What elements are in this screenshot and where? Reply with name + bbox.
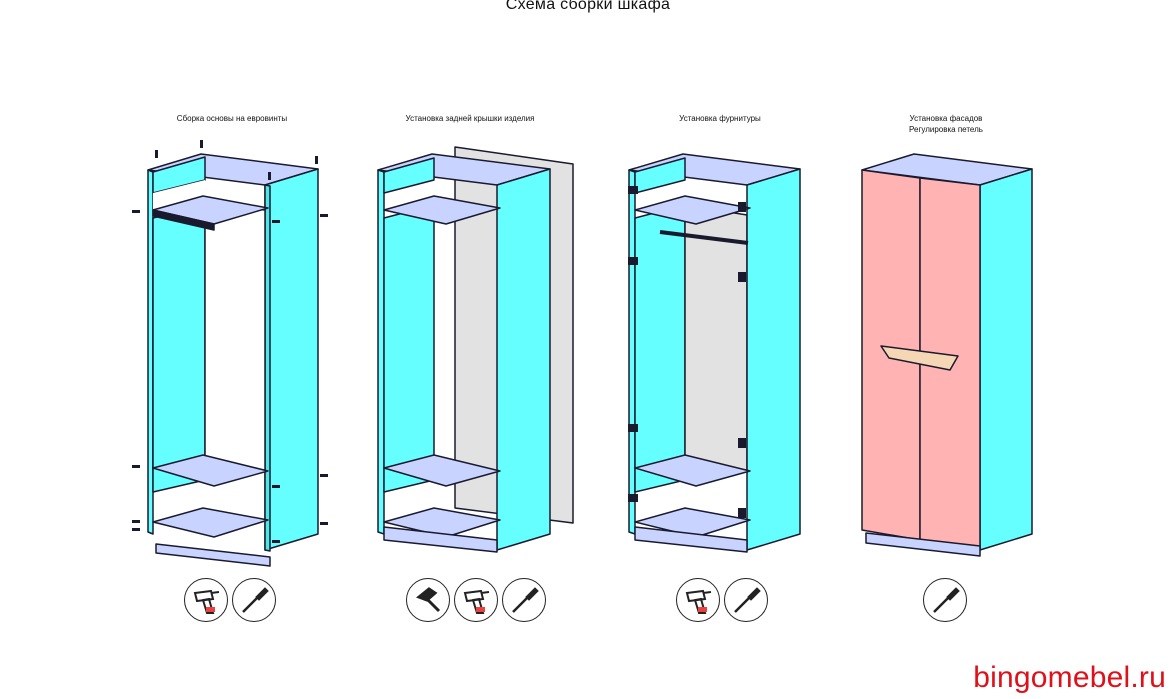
drill-icon — [184, 578, 228, 622]
hinges — [628, 186, 746, 518]
wardrobe-step-1 — [132, 140, 328, 567]
drill-icon — [454, 578, 498, 622]
screwdriver-icon — [724, 578, 768, 622]
bottom-panel — [152, 507, 269, 538]
plinth — [155, 543, 271, 567]
screwdriver-icon — [923, 578, 967, 622]
step-2-label: Установка задней крышки изделия — [405, 114, 535, 123]
step-3-label: Установка фурнитуры — [679, 114, 761, 123]
diagram-title: Схема сборки шкафа — [505, 0, 671, 13]
step-2-tools — [406, 578, 546, 622]
screwdriver-icon — [502, 578, 546, 622]
screwdriver-icon — [232, 578, 276, 622]
step-4-label: Установка фасадов Регулировка петель — [826, 113, 1066, 135]
euro-screws — [132, 140, 328, 543]
wardrobe-step-4 — [861, 153, 1033, 557]
door-handle — [880, 345, 959, 371]
step-1-tools — [184, 578, 276, 622]
right-side-panel — [264, 168, 319, 551]
wardrobe-step-3 — [628, 153, 801, 553]
left-side-panel — [147, 169, 154, 535]
lower-shelf — [152, 454, 269, 487]
site-watermark: bingomebel.ru — [973, 661, 1166, 694]
step-4-tools — [923, 578, 967, 622]
step-1-label: Сборка основы на евровинты — [176, 114, 288, 123]
hammer-icon — [406, 578, 450, 622]
step-4-label-line2: Регулировка петель — [909, 125, 983, 134]
step-4-label-line1: Установка фасадов — [909, 114, 983, 123]
hanging-rod — [659, 230, 749, 245]
wardrobe-step-2 — [377, 146, 574, 553]
step-3-tools — [676, 578, 768, 622]
drill-icon — [676, 578, 720, 622]
